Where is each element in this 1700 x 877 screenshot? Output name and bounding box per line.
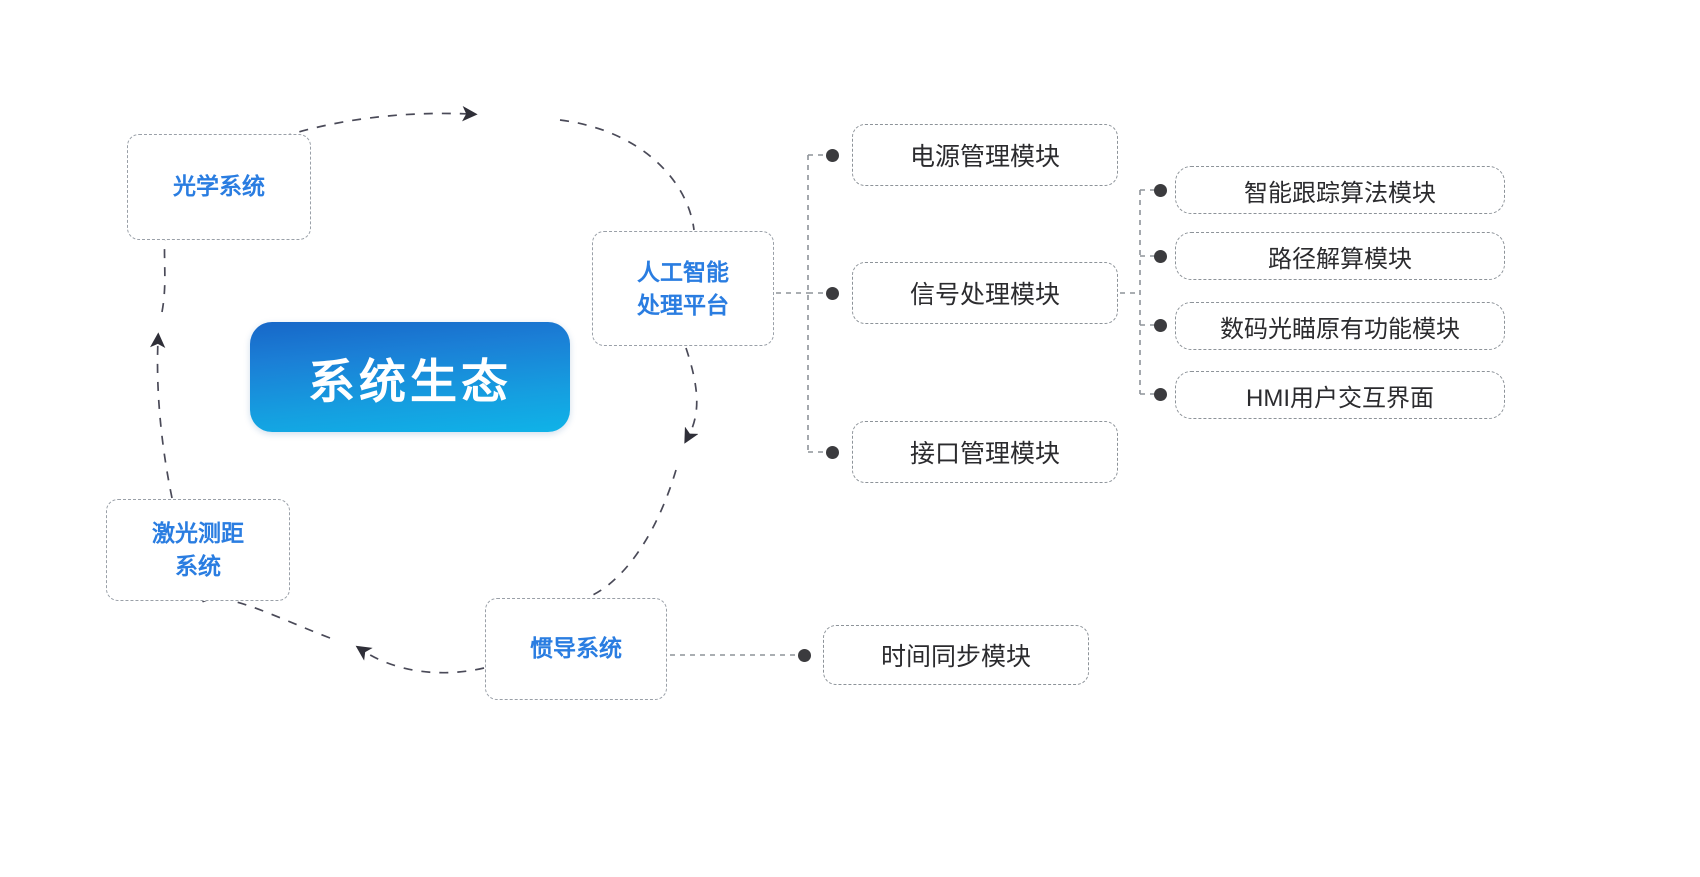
node-laser-ranging-system-line2: 系统 xyxy=(175,553,221,579)
module-interface-management-label: 接口管理模块 xyxy=(909,440,1060,468)
node-optical-system[interactable]: 光学系统 xyxy=(127,134,311,240)
module-signal-processing[interactable]: 信号处理模块 xyxy=(852,262,1118,324)
node-laser-ranging-system[interactable]: 激光测距 系统 xyxy=(106,499,290,601)
submodule-hmi-interface-label: HMI用户交互界面 xyxy=(1246,384,1434,412)
node-inertial-navigation-system[interactable]: 惯导系统 xyxy=(485,598,667,700)
branch-dot-signal xyxy=(826,287,839,300)
node-laser-ranging-system-line1: 激光测距 xyxy=(152,520,244,547)
module-time-synchronization-label: 时间同步模块 xyxy=(880,643,1031,671)
submodule-hmi-interface[interactable]: HMI用户交互界面 xyxy=(1175,371,1505,419)
module-signal-processing-label: 信号处理模块 xyxy=(909,281,1060,309)
submodule-path-solving[interactable]: 路径解算模块 xyxy=(1175,232,1505,280)
node-ai-platform-line1: 人工智能 xyxy=(637,258,729,285)
center-node-label: 系统生态 xyxy=(308,354,512,408)
branch-dot-track xyxy=(1154,184,1167,197)
submodule-legacy-digital-sight[interactable]: 数码光瞄原有功能模块 xyxy=(1175,302,1505,350)
branch-dot-iface xyxy=(826,446,839,459)
submodule-legacy-digital-sight-label: 数码光瞄原有功能模块 xyxy=(1220,315,1460,343)
branch-dot-timesync xyxy=(798,649,811,662)
node-ai-platform[interactable]: 人工智能 处理平台 xyxy=(592,231,774,346)
node-inertial-navigation-system-label: 惯导系统 xyxy=(530,635,622,662)
node-optical-system-label: 光学系统 xyxy=(173,173,265,200)
branch-dot-legacy xyxy=(1154,319,1167,332)
module-power-management[interactable]: 电源管理模块 xyxy=(852,124,1118,186)
module-power-management-label: 电源管理模块 xyxy=(909,143,1060,171)
branch-dot-power xyxy=(826,149,839,162)
center-node-system-ecosystem[interactable]: 系统生态 xyxy=(250,322,570,432)
submodule-path-solving-label: 路径解算模块 xyxy=(1268,245,1412,273)
branch-dot-path xyxy=(1154,250,1167,263)
branch-dot-hmi xyxy=(1154,388,1167,401)
module-time-synchronization[interactable]: 时间同步模块 xyxy=(823,625,1089,685)
submodule-intelligent-tracking-algorithm[interactable]: 智能跟踪算法模块 xyxy=(1175,166,1505,214)
submodule-intelligent-tracking-algorithm-label: 智能跟踪算法模块 xyxy=(1244,179,1436,207)
module-interface-management[interactable]: 接口管理模块 xyxy=(852,421,1118,483)
node-ai-platform-line2: 处理平台 xyxy=(637,291,729,318)
